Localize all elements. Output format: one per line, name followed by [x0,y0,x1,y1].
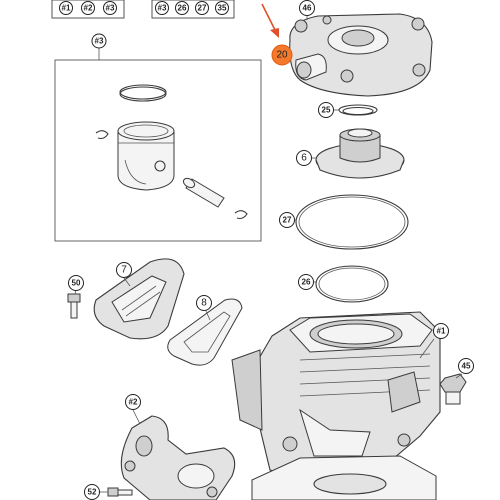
cylinder-head[interactable] [289,13,433,97]
reed-valve-housing[interactable] [93,258,185,340]
head-insert[interactable] [315,128,405,179]
callout-25-label: 25 [322,106,331,115]
kit-box-left-3[interactable]: #3 [103,1,117,15]
exhaust-flange[interactable] [120,415,236,500]
cylinder[interactable] [231,311,441,485]
piston[interactable] [117,121,175,191]
group-callout-label: #3 [95,37,104,46]
head-o-ring[interactable] [338,104,378,116]
callout-8[interactable]: 8 [196,295,212,311]
callout-20[interactable]: 20 [271,44,293,66]
kit-box-left-2[interactable]: #2 [81,1,95,15]
callout-45-label: 45 [462,362,471,371]
head-gasket-small-inner [318,267,386,301]
base-gasket-bore [313,473,387,495]
kit-box-left-1[interactable]: #1 [59,1,73,15]
group-callout[interactable]: #3 [91,33,107,49]
callout-52-label: 52 [88,488,97,497]
callout-26-label: 26 [302,278,311,287]
callout-27[interactable]: 27 [279,212,295,228]
kit-left-label-2: #2 [84,4,93,13]
kit-right-label-4: 35 [218,4,227,13]
reed-bolt[interactable] [67,293,81,319]
circlip-left[interactable] [95,130,109,140]
callout-26[interactable]: 26 [298,274,314,290]
kit-boxes-left: #1 #2 #3 [51,0,125,19]
kit-box-right-1[interactable]: #3 [155,1,169,15]
kit-box-right-3[interactable]: 27 [195,1,209,15]
head-gasket-small[interactable] [315,265,389,303]
callout-46-label: 46 [303,4,312,13]
wrist-pin[interactable] [182,177,225,208]
kit-boxes-right: #3 26 27 35 [151,0,235,19]
kit-box-right-frame [151,0,235,19]
kit-box-right-4[interactable]: 35 [215,1,229,15]
callout-52[interactable]: 52 [84,484,100,500]
exhaust-bolt[interactable] [107,487,133,497]
callout-8-label: 8 [201,298,207,309]
callout-7[interactable]: 7 [116,262,132,278]
callout-7-label: 7 [121,265,127,276]
callout-45[interactable]: 45 [458,358,474,374]
callout-50-label: 50 [72,279,81,288]
head-gasket-large-inner [298,196,406,248]
kit-right-label-1: #3 [158,4,167,13]
piston-ring[interactable] [119,84,167,102]
callout-46[interactable]: 46 [299,0,315,16]
kit-left-label-3: #3 [106,4,115,13]
callout-2[interactable]: #2 [125,394,141,410]
callout-1-label: #1 [437,327,446,336]
head-gasket-large[interactable] [295,194,409,250]
callout-20-label: 20 [276,50,288,61]
cylinder-nut[interactable] [439,373,467,405]
callout-1[interactable]: #1 [433,323,449,339]
callout-2-label: #2 [129,398,138,407]
callout-25[interactable]: 25 [318,102,334,118]
callout-6-label: 6 [301,153,307,164]
kit-box-right-2[interactable]: 26 [175,1,189,15]
callout-27-label: 27 [283,216,292,225]
piston-kit-group: #3 [54,33,262,242]
intake-gasket[interactable] [167,298,243,366]
circlip-right[interactable] [234,210,248,220]
callout-50[interactable]: 50 [68,275,84,291]
kit-left-label-1: #1 [62,4,71,13]
highlight-arrow [261,3,279,38]
callout-6[interactable]: 6 [296,150,312,166]
kit-right-label-2: 26 [178,4,187,13]
kit-right-label-3: 27 [198,4,207,13]
